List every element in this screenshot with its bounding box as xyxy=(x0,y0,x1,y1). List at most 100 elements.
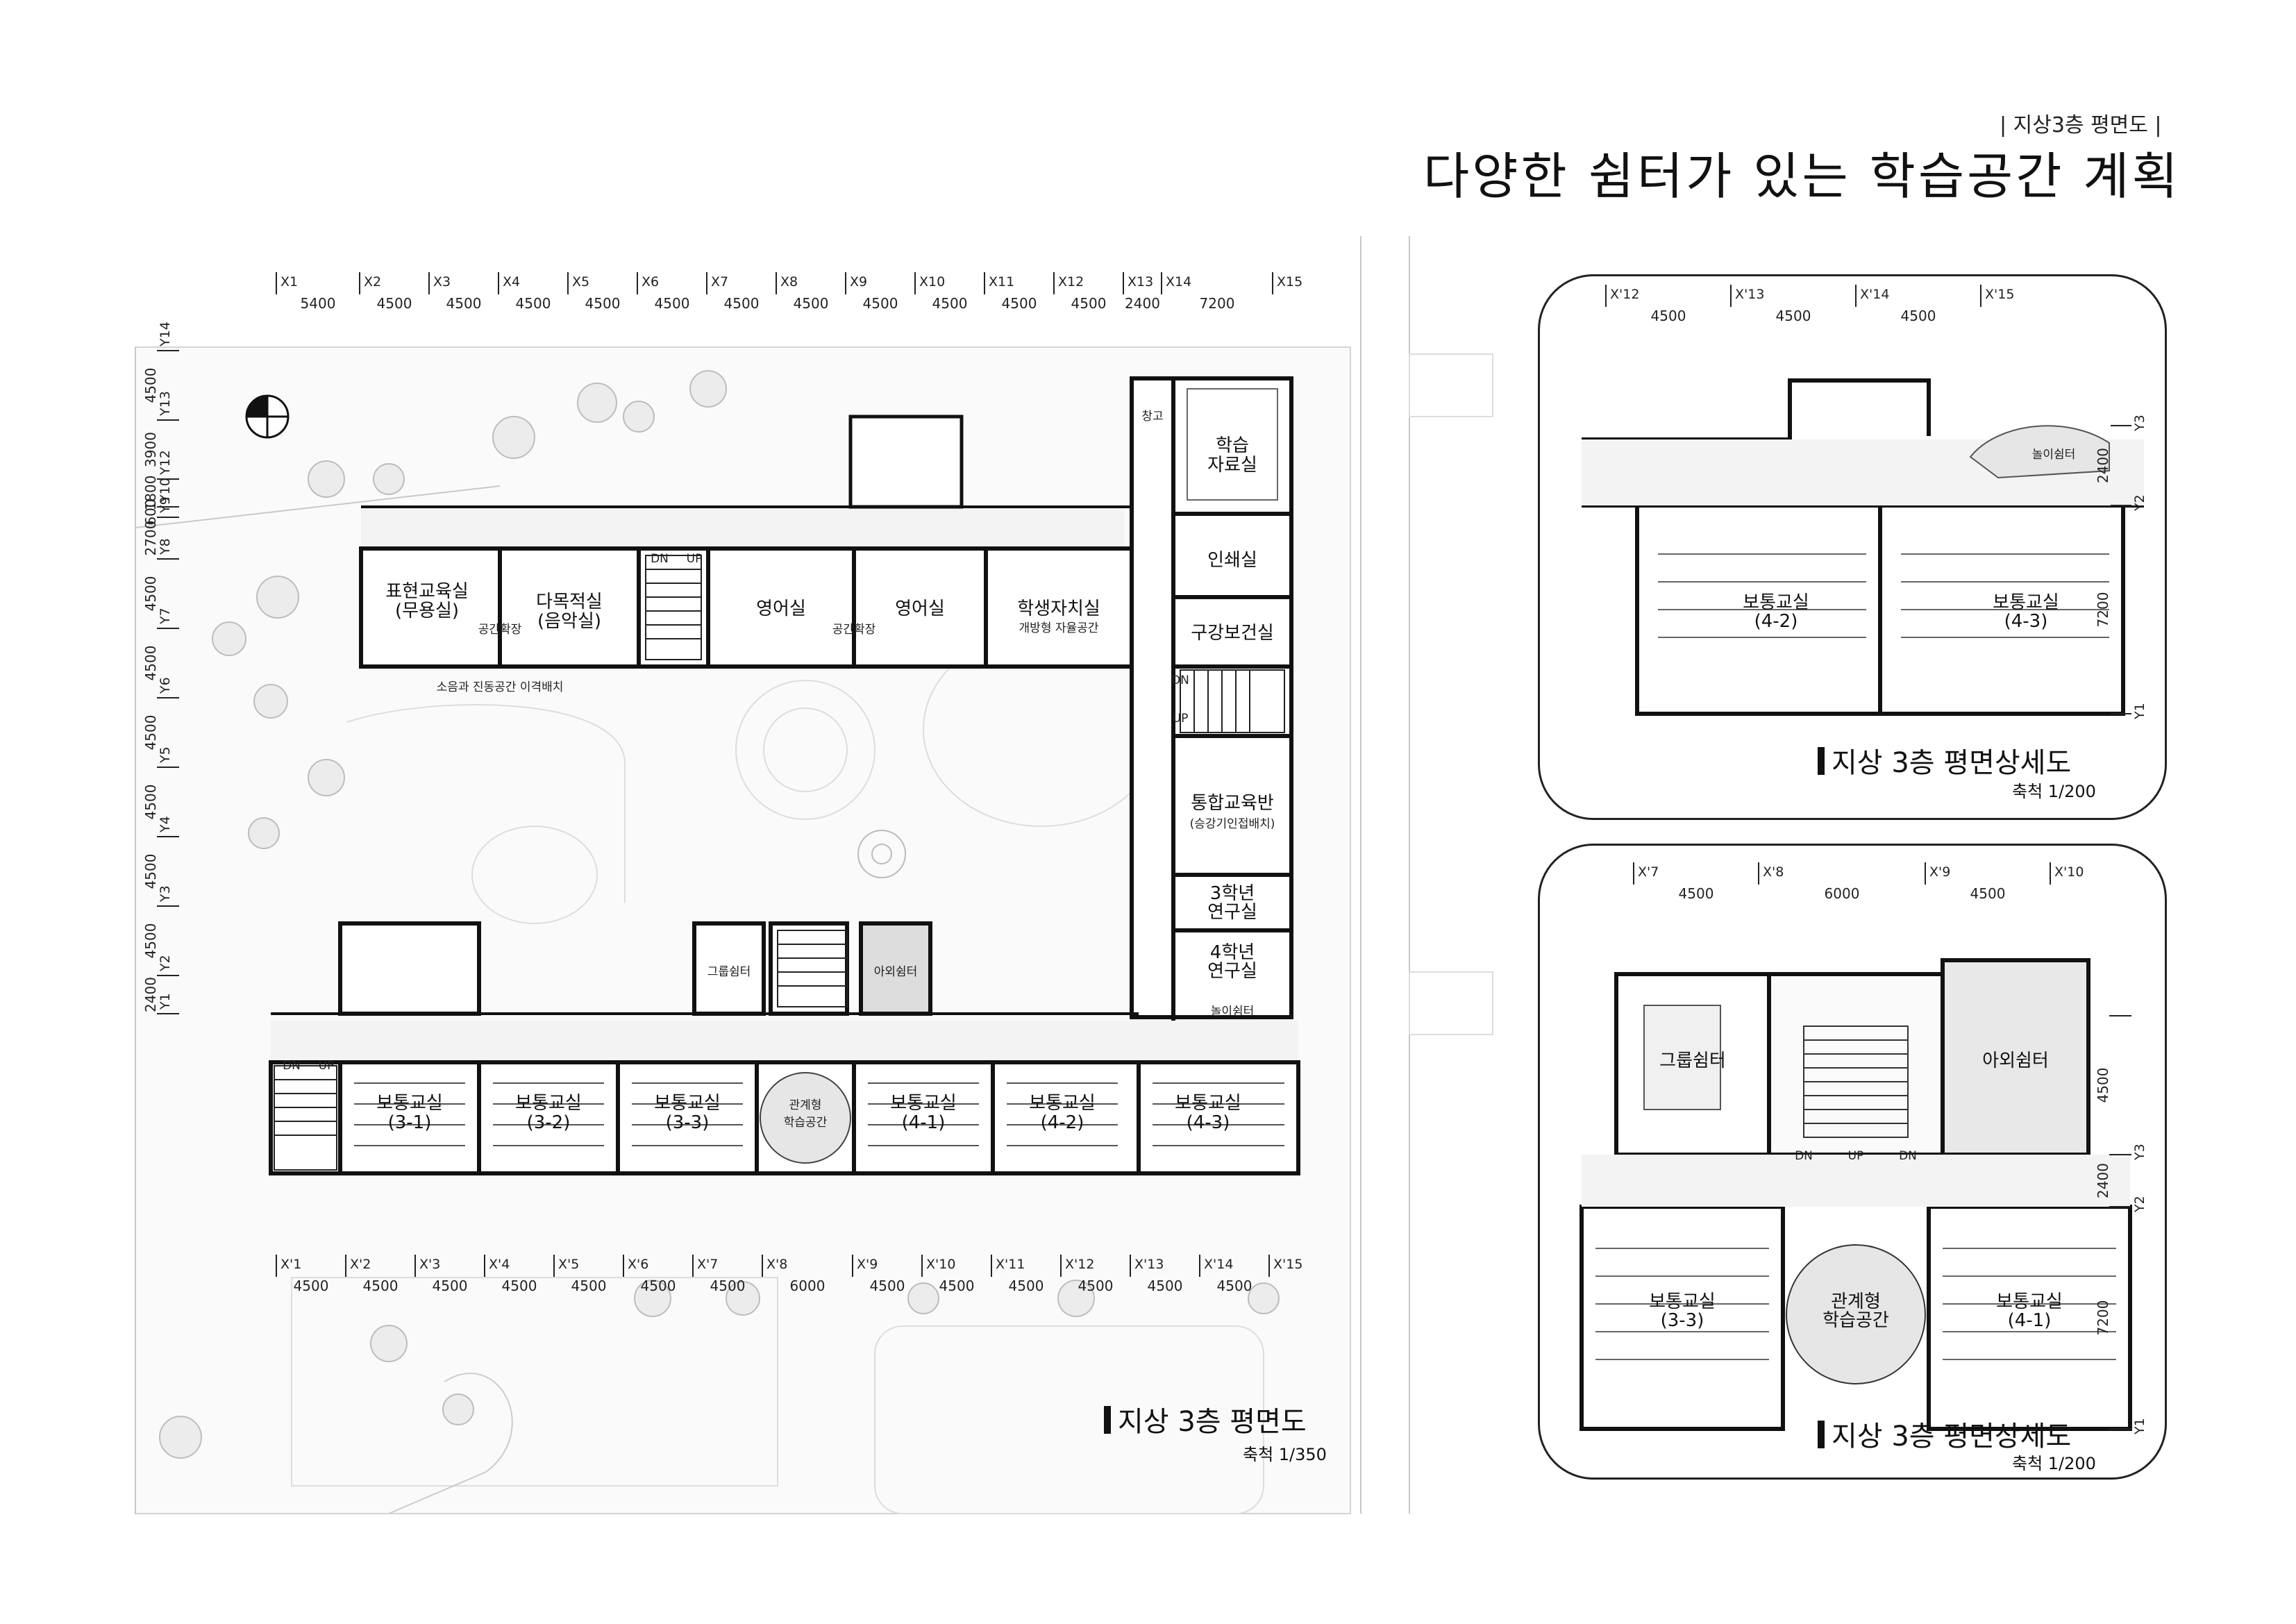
svg-text:영어실: 영어실 xyxy=(756,598,806,619)
room-label: 표현교육실 xyxy=(385,581,469,602)
grid-label: X'15 xyxy=(1985,287,2014,302)
grid-label: Y6 xyxy=(158,677,173,694)
grid-dimension: 7200 xyxy=(2095,1300,2111,1336)
grid-dimension: 4500 xyxy=(1970,885,2006,902)
svg-text:(4-3): (4-3) xyxy=(2004,611,2048,632)
grid-dimension: 4500 xyxy=(516,295,551,312)
svg-text:DN: DN xyxy=(1171,673,1189,687)
detail2-scale: 축척 1/200 xyxy=(2012,1454,2096,1473)
east-wing xyxy=(1130,376,1293,1021)
svg-text:인쇄실: 인쇄실 xyxy=(1207,550,1257,571)
svg-text:UP: UP xyxy=(1173,712,1189,726)
grid-label: X15 xyxy=(1277,274,1302,290)
svg-text:자료실: 자료실 xyxy=(1207,455,1257,476)
grid-dimension: 1800 xyxy=(142,476,159,511)
grid-dimension: 4500 xyxy=(433,1278,468,1294)
grid-label: Y13 xyxy=(158,391,173,417)
grid-dimension: 7200 xyxy=(1200,295,1235,312)
grid-label: X'13 xyxy=(1735,287,1764,302)
grid-label: Y7 xyxy=(158,608,173,625)
svg-text:(3-2): (3-2) xyxy=(527,1112,571,1133)
grid-dimension: 4500 xyxy=(1651,308,1686,324)
grid-label: Y5 xyxy=(158,746,173,764)
grid-label: X14 xyxy=(1166,274,1191,290)
svg-text:학습공간: 학습공간 xyxy=(784,1116,828,1130)
svg-text:보통교실: 보통교실 xyxy=(1029,1093,1096,1114)
grid-dimension: 4500 xyxy=(142,923,159,959)
svg-text:그룹쉼터: 그룹쉼터 xyxy=(1659,1050,1726,1071)
main-plan-scale: 축척 1/350 xyxy=(1243,1445,1327,1464)
detail1-scale: 축척 1/200 xyxy=(2012,782,2096,801)
svg-text:관계형: 관계형 xyxy=(789,1098,822,1112)
classroom-desks xyxy=(354,1082,1284,1146)
grid-label: X'12 xyxy=(1065,1257,1094,1272)
grid-dimension: 4500 xyxy=(142,646,159,681)
grid-label: Y3 xyxy=(2132,415,2147,432)
grid-dimension: 4500 xyxy=(363,1278,399,1294)
grid-dimension: 5400 xyxy=(301,295,336,312)
svg-text:보통교실: 보통교실 xyxy=(1649,1291,1716,1312)
svg-text:그룹쉼터: 그룹쉼터 xyxy=(707,965,751,979)
grid-label: X'7 xyxy=(697,1257,718,1272)
grid-dimension: 4500 xyxy=(710,1278,746,1294)
detail2-plan xyxy=(1579,958,2132,1431)
grid-label: X'7 xyxy=(1638,864,1659,880)
grid-dimension: 4500 xyxy=(724,295,760,312)
grid-label: X'11 xyxy=(996,1257,1025,1272)
grid-dimension: 4500 xyxy=(1002,295,1037,312)
svg-text:개방형 자율공간: 개방형 자율공간 xyxy=(1019,621,1099,635)
grid-dimension: 4500 xyxy=(142,854,159,889)
svg-text:DN: DN xyxy=(283,1059,301,1073)
grid-dimension: 4500 xyxy=(932,295,968,312)
svg-text:(음악실): (음악실) xyxy=(537,611,601,632)
grid-dimension: 2400 xyxy=(2095,448,2111,483)
svg-text:(3-1): (3-1) xyxy=(388,1112,432,1133)
svg-text:놀이쉼터: 놀이쉼터 xyxy=(1211,1005,1255,1019)
grid-label: X'14 xyxy=(1204,1257,1233,1272)
grid-dimension: 4500 xyxy=(641,1278,676,1294)
grid-dimension: 4500 xyxy=(142,715,159,751)
grid-label: X'8 xyxy=(1763,864,1784,880)
grid-label: Y2 xyxy=(158,955,173,972)
grid-dimension: 6000 xyxy=(1825,885,1860,902)
svg-text:보통교실: 보통교실 xyxy=(515,1093,582,1114)
grid-label: Y9 xyxy=(158,496,173,514)
svg-text:DN: DN xyxy=(1795,1149,1813,1163)
grid-label: X2 xyxy=(364,274,381,290)
grid-label: X4 xyxy=(503,274,520,290)
svg-text:다목적실: 다목적실 xyxy=(536,592,603,612)
svg-text:DN: DN xyxy=(651,552,669,566)
north-wing xyxy=(359,415,1134,669)
grid-label: Y2 xyxy=(2132,494,2147,512)
svg-text:(4-1): (4-1) xyxy=(902,1112,946,1133)
grid-label: X'10 xyxy=(926,1257,955,1272)
svg-text:(4-3): (4-3) xyxy=(1187,1112,1230,1133)
grid-label: X12 xyxy=(1058,274,1084,290)
grid-label: X'10 xyxy=(2054,864,2084,880)
svg-text:공간확장: 공간확장 xyxy=(832,623,876,637)
svg-text:연구실: 연구실 xyxy=(1207,902,1257,923)
grid-dimension: 4500 xyxy=(377,295,412,312)
svg-text:보통교실: 보통교실 xyxy=(1175,1093,1241,1114)
grid-dimension: 600 xyxy=(142,499,159,525)
grid-label: X'13 xyxy=(1134,1257,1164,1272)
svg-text:학습: 학습 xyxy=(1216,435,1249,456)
north-arrow-icon xyxy=(245,394,290,439)
grid-label: Y1 xyxy=(2132,703,2147,720)
trees xyxy=(159,370,1280,1459)
grid-dimension: 4500 xyxy=(1217,1278,1252,1294)
grid-dimension: 2400 xyxy=(142,977,159,1012)
grid-dimension: 2400 xyxy=(1125,295,1160,312)
grid-dimension: 4500 xyxy=(585,295,621,312)
svg-text:4학년: 4학년 xyxy=(1210,942,1255,963)
grid-label: X11 xyxy=(989,274,1014,290)
grid-dimension: 4500 xyxy=(863,295,898,312)
grid-dimension: 4500 xyxy=(1776,308,1811,324)
svg-text:구강보건실: 구강보건실 xyxy=(1191,623,1274,644)
left-grid-axis: Y14Y13Y12Y10Y9Y8Y7Y6Y5Y4Y3Y2Y14500390018… xyxy=(142,321,179,1014)
svg-text:(무용실): (무용실) xyxy=(395,601,459,621)
